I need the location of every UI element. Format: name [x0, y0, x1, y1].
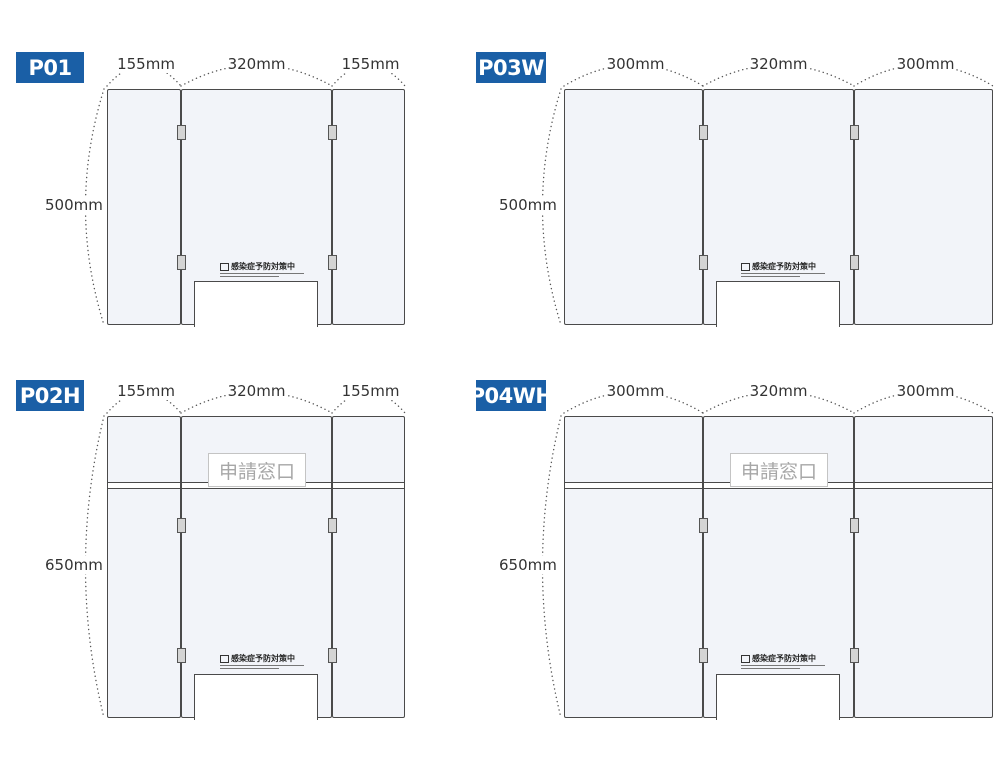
- hinge-icon: [850, 255, 859, 270]
- dim-center-width: 320mm: [226, 382, 287, 400]
- hinge-icon: [850, 648, 859, 663]
- notice-sticker-row: 感染症予防対策中: [220, 262, 304, 271]
- dim-right-width: 300mm: [895, 55, 956, 73]
- dim-right-width: 300mm: [895, 382, 956, 400]
- hinge-icon: [328, 255, 337, 270]
- notice-sticker: 感染症予防対策中: [741, 654, 825, 669]
- dim-height: 500mm: [44, 196, 104, 214]
- panel-right-top-band: [854, 482, 993, 489]
- dim-height: 650mm: [44, 556, 104, 574]
- panel-left: [107, 89, 181, 325]
- hinge-icon: [699, 518, 708, 533]
- notice-line: [741, 667, 800, 669]
- dim-center-width: 320mm: [226, 55, 287, 73]
- panel-left: [564, 416, 703, 718]
- hinge-icon: [328, 125, 337, 140]
- sign-board: 申請窓口: [730, 453, 828, 487]
- panel-right: [854, 89, 993, 325]
- notice-sticker: 感染症予防対策中: [220, 262, 304, 277]
- dim-center-width: 320mm: [748, 382, 809, 400]
- notice-line: [220, 272, 304, 274]
- notice-sticker: 感染症予防対策中: [220, 654, 304, 669]
- hinge-icon: [850, 125, 859, 140]
- notice-icon: [220, 654, 229, 663]
- panel-right: [854, 416, 993, 718]
- hinge-icon: [699, 648, 708, 663]
- dim-left-width: 155mm: [116, 382, 176, 400]
- hinge-icon: [177, 648, 186, 663]
- panel-right: [332, 89, 405, 325]
- notice-title: 感染症予防対策中: [752, 262, 816, 271]
- model-badge: P03W: [476, 52, 546, 83]
- notice-line: [741, 664, 825, 666]
- notice-title: 感染症予防対策中: [231, 262, 295, 271]
- dim-center-width: 320mm: [748, 55, 809, 73]
- hinge-icon: [328, 518, 337, 533]
- panel-right-top-band: [332, 482, 405, 489]
- notice-line: [741, 275, 800, 277]
- dim-left-width: 300mm: [605, 55, 666, 73]
- notice-sticker: 感染症予防対策中: [741, 262, 825, 277]
- notice-title: 感染症予防対策中: [231, 654, 295, 663]
- notice-sticker-row: 感染症予防対策中: [741, 262, 825, 271]
- counter-cutout: [194, 281, 318, 327]
- notice-line: [220, 664, 304, 666]
- dim-height: 650mm: [498, 556, 558, 574]
- model-badge: P04WH: [470, 380, 553, 411]
- hinge-icon: [177, 255, 186, 270]
- counter-cutout: [716, 281, 840, 327]
- dim-height: 500mm: [498, 196, 558, 214]
- hinge-icon: [328, 648, 337, 663]
- model-badge: P02H: [16, 380, 84, 411]
- notice-sticker-row: 感染症予防対策中: [741, 654, 825, 663]
- counter-cutout: [194, 674, 318, 720]
- notice-icon: [741, 262, 750, 271]
- model-badge: P01: [16, 52, 84, 83]
- notice-icon: [741, 654, 750, 663]
- notice-line: [220, 275, 279, 277]
- dim-left-width: 300mm: [605, 382, 666, 400]
- panel-left: [107, 416, 181, 718]
- panel-left-top-band: [564, 482, 703, 489]
- notice-line: [741, 272, 825, 274]
- hinge-icon: [177, 125, 186, 140]
- dim-left-width: 155mm: [116, 55, 176, 73]
- notice-icon: [220, 262, 229, 271]
- dim-right-width: 155mm: [340, 55, 401, 73]
- notice-line: [220, 667, 279, 669]
- hinge-icon: [699, 125, 708, 140]
- dim-right-width: 155mm: [340, 382, 401, 400]
- panel-right: [332, 416, 405, 718]
- notice-sticker-row: 感染症予防対策中: [220, 654, 304, 663]
- notice-title: 感染症予防対策中: [752, 654, 816, 663]
- counter-cutout: [716, 674, 840, 720]
- panel-left-top-band: [107, 482, 181, 489]
- hinge-icon: [699, 255, 708, 270]
- hinge-icon: [177, 518, 186, 533]
- sign-board: 申請窓口: [208, 453, 306, 487]
- panel-left: [564, 89, 703, 325]
- hinge-icon: [850, 518, 859, 533]
